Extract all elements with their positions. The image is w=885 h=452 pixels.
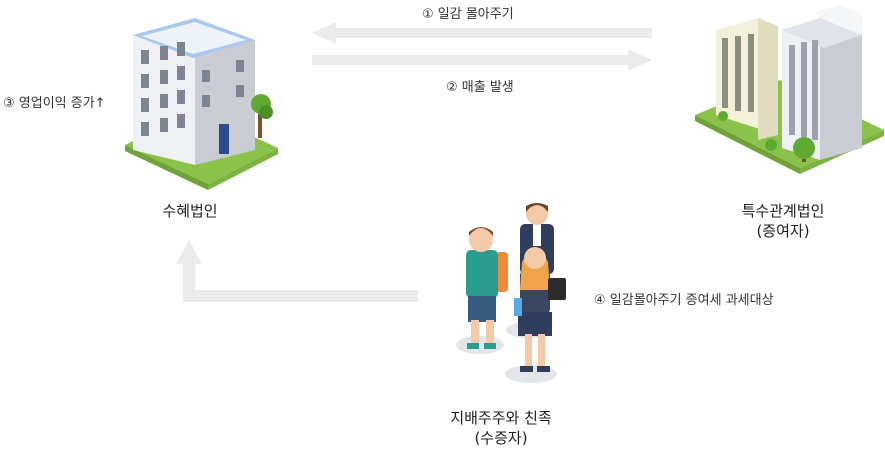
shareholders-label: 지배주주와 친족 (수증자) [436,408,566,448]
step1-label: ① 일감 몰아주기 [422,7,514,22]
arrow-right-bottom [312,49,652,71]
arrow-left-top [312,22,652,44]
step4-label: ④ 일감몰아주기 증여세 과세대상 [594,293,774,308]
step3-label: ③ 영업이익 증가↑ [3,96,106,111]
related-corporation-sub: (증여자) [756,222,810,240]
step2-label: ② 매출 발생 [446,80,514,95]
shareholders-people-icon [456,203,566,383]
related-corporation-name: 특수관계법인 [741,202,825,220]
beneficiary-building-icon [125,18,278,190]
shareholders-sub: (수증자) [474,429,528,447]
beneficiary-name: 수혜법인 [162,202,218,220]
related-corporation-label: 특수관계법인 (증여자) [718,201,848,241]
shareholders-name: 지배주주와 친족 [450,409,552,427]
arrow-return-up [176,240,418,302]
related-corporation-building-icon [695,5,884,174]
